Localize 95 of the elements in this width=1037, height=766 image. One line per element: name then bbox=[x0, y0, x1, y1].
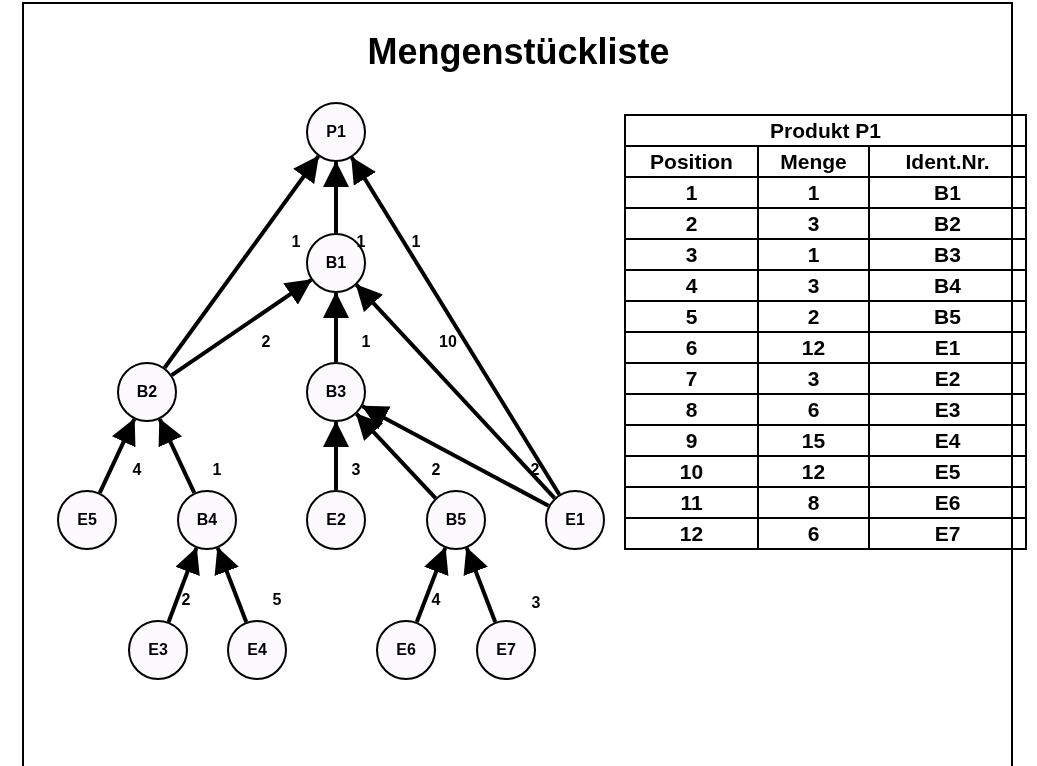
table-cell: 2 bbox=[625, 208, 758, 239]
table-cell: E6 bbox=[869, 487, 1026, 518]
quantity-label: 1 bbox=[361, 333, 371, 351]
table-cell: 5 bbox=[625, 301, 758, 332]
arrow bbox=[354, 283, 557, 500]
arrow bbox=[463, 547, 498, 623]
table-cell: B5 bbox=[869, 301, 1026, 332]
table-cell: 1 bbox=[625, 177, 758, 208]
table-cell: 9 bbox=[625, 425, 758, 456]
column-header: Ident.Nr. bbox=[869, 146, 1026, 177]
table-cell: 11 bbox=[625, 487, 758, 518]
part-circle bbox=[376, 620, 436, 680]
table-header: Produkt P1 bbox=[625, 115, 1026, 146]
node-label: B2 bbox=[136, 383, 158, 401]
arrow bbox=[323, 161, 349, 233]
part-circle bbox=[306, 362, 366, 422]
arrow bbox=[323, 421, 349, 490]
node-label: E3 bbox=[148, 641, 168, 659]
part-circle bbox=[57, 490, 117, 550]
quantity-label: 2 bbox=[261, 333, 271, 351]
table-cell: E3 bbox=[869, 394, 1026, 425]
quantity-label: 1 bbox=[411, 233, 421, 251]
node-label: E4 bbox=[247, 641, 267, 659]
table-cell: 12 bbox=[758, 332, 869, 363]
arrow bbox=[350, 156, 561, 496]
part-circle bbox=[306, 490, 366, 550]
quantity-label: 2 bbox=[431, 461, 441, 479]
table-cell: 12 bbox=[758, 456, 869, 487]
part-circle bbox=[476, 620, 536, 680]
node-label: E7 bbox=[496, 641, 516, 659]
quantity-label: 4 bbox=[132, 461, 142, 479]
node-label: E2 bbox=[326, 511, 346, 529]
table-cell: 3 bbox=[758, 208, 869, 239]
quantity-label: 2 bbox=[181, 591, 191, 609]
part-circle bbox=[177, 490, 237, 550]
table-cell: 8 bbox=[758, 487, 869, 518]
title: Mengenstückliste bbox=[367, 30, 670, 74]
table-cell: 8 bbox=[625, 394, 758, 425]
quantity-label: 3 bbox=[351, 461, 361, 479]
node-label: B1 bbox=[325, 254, 347, 272]
table-cell: 1 bbox=[758, 239, 869, 270]
node-label: B3 bbox=[325, 383, 347, 401]
arrow bbox=[361, 404, 550, 508]
node-label: E6 bbox=[396, 641, 416, 659]
table-cell: 3 bbox=[625, 239, 758, 270]
part-circle bbox=[227, 620, 287, 680]
table-cell: 10 bbox=[625, 456, 758, 487]
quantity-label: 10 bbox=[439, 333, 457, 351]
node-label: B4 bbox=[196, 511, 218, 529]
node-label: B5 bbox=[445, 511, 467, 529]
table-cell: 2 bbox=[758, 301, 869, 332]
column-header: Menge bbox=[758, 146, 869, 177]
part-circle bbox=[117, 362, 177, 422]
quantity-label: 1 bbox=[291, 233, 301, 251]
table-cell: 1 bbox=[758, 177, 869, 208]
arrow bbox=[163, 155, 320, 369]
arrow bbox=[355, 412, 437, 500]
quantity-label: 3 bbox=[531, 594, 541, 612]
table-cell: E1 bbox=[869, 332, 1026, 363]
table-cell: B4 bbox=[869, 270, 1026, 301]
quantity-label: 5 bbox=[272, 591, 282, 609]
table-cell: E5 bbox=[869, 456, 1026, 487]
table-cell: 3 bbox=[758, 363, 869, 394]
arrow bbox=[97, 418, 137, 494]
table-cell: E2 bbox=[869, 363, 1026, 394]
table-cell: B3 bbox=[869, 239, 1026, 270]
part-circle bbox=[426, 490, 486, 550]
table-cell: 4 bbox=[625, 270, 758, 301]
table-cell: 6 bbox=[758, 518, 869, 549]
table-cell: 15 bbox=[758, 425, 869, 456]
node-label: P1 bbox=[326, 123, 346, 141]
part-circle bbox=[306, 233, 366, 293]
part-circle bbox=[545, 490, 605, 550]
table-cell: B1 bbox=[869, 177, 1026, 208]
table-cell: 12 bbox=[625, 518, 758, 549]
quantity-label: 1 bbox=[212, 461, 222, 479]
table-cell: 3 bbox=[758, 270, 869, 301]
part-circle bbox=[306, 102, 366, 162]
arrow bbox=[414, 547, 449, 623]
arrow bbox=[214, 547, 249, 623]
node-label: E1 bbox=[565, 511, 585, 529]
column-header: Position bbox=[625, 146, 758, 177]
table-cell: 6 bbox=[625, 332, 758, 363]
quantity-label: 4 bbox=[431, 591, 441, 609]
table-cell: E7 bbox=[869, 518, 1026, 549]
arrow bbox=[170, 278, 313, 377]
arrow bbox=[166, 547, 200, 623]
node-label: E5 bbox=[77, 511, 97, 529]
table-cell: B2 bbox=[869, 208, 1026, 239]
table-cell: 7 bbox=[625, 363, 758, 394]
part-circle bbox=[128, 620, 188, 680]
arrow bbox=[157, 418, 197, 494]
table-cell: 6 bbox=[758, 394, 869, 425]
arrow bbox=[323, 292, 349, 362]
table-cell: E4 bbox=[869, 425, 1026, 456]
